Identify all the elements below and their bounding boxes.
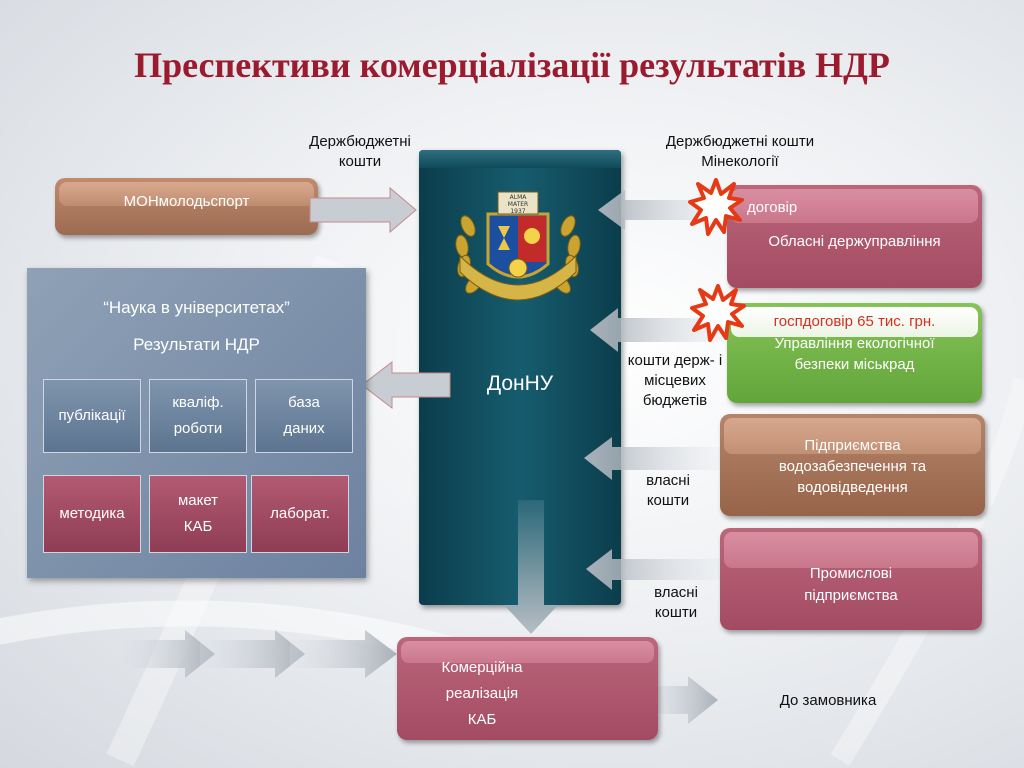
emblem-text-1: ALMA bbox=[510, 194, 528, 201]
column-top bbox=[419, 150, 621, 168]
label-line: власні bbox=[654, 584, 698, 601]
commercialization-label: Комерційна реалізація КАБ bbox=[397, 655, 567, 733]
label-budget-funds: кошти держ- і місцевих бюджетів bbox=[616, 351, 734, 411]
label-line: безпеки міськрад bbox=[794, 356, 915, 373]
box-gloss bbox=[731, 307, 978, 337]
science-panel: “Наука в університетах” Результати НДР п… bbox=[27, 268, 366, 578]
label-line: Держбюджетні кошти bbox=[665, 133, 815, 150]
label-line: Держбюджетні bbox=[309, 133, 411, 150]
cell-text: роботи bbox=[173, 420, 223, 437]
mon-label: МОНмолодьспорт bbox=[123, 193, 250, 210]
page-title: Преспективи комерціалізації результатів … bbox=[134, 45, 890, 85]
label-line: місцевих bbox=[644, 372, 706, 389]
label-state-budget-left: Держбюджетні кошти bbox=[270, 132, 450, 172]
label-to-customer: До замовника bbox=[779, 692, 877, 709]
label-line: кошти bbox=[654, 604, 698, 621]
donnu-label: ДонНУ bbox=[486, 372, 554, 395]
label-line: Мінекології bbox=[701, 153, 779, 170]
box-gloss bbox=[401, 641, 654, 663]
cell-text: методика bbox=[59, 505, 125, 522]
mon-box: МОНмолодьспорт bbox=[55, 178, 318, 235]
university-emblem-icon: ALMA MATER 1937 bbox=[455, 191, 581, 301]
label-line: Комерційна bbox=[441, 659, 523, 676]
cell-methodology: методика bbox=[43, 475, 141, 553]
box-gloss bbox=[59, 182, 314, 206]
contract-amount-tag: госпдоговір 65 тис. грн. bbox=[773, 313, 936, 330]
box-gloss bbox=[724, 532, 978, 568]
label-line: Підприємства bbox=[804, 437, 901, 454]
cell-database: база даних bbox=[255, 379, 353, 453]
label-line: реалізація bbox=[445, 685, 519, 702]
cell-publications: публікації bbox=[43, 379, 141, 453]
label-line: власні bbox=[646, 472, 690, 489]
label-line: бюджетів bbox=[642, 392, 708, 409]
burst-icon bbox=[688, 178, 744, 236]
cell-text: лаборат. bbox=[270, 505, 330, 522]
cell-laboratory: лаборат. bbox=[251, 475, 349, 553]
label-own-funds-2: власні кошти bbox=[636, 583, 716, 623]
label-line: КАБ bbox=[467, 711, 497, 728]
label-line: підприємства bbox=[804, 587, 898, 604]
ecology-department-label: Управління екологічної безпеки міськрад bbox=[727, 333, 982, 375]
cell-qualification-works: кваліф. роботи bbox=[149, 379, 247, 453]
label-line: Управління екологічної bbox=[774, 335, 935, 352]
label-line: кошти держ- і bbox=[627, 352, 723, 369]
industrial-enterprises-box: Промислові підприємства bbox=[720, 528, 982, 630]
ecology-department-box: госпдоговір 65 тис. грн. Управління екол… bbox=[727, 303, 982, 403]
industrial-enterprises-label: Промислові підприємства bbox=[720, 563, 982, 607]
label-own-funds-1: власні кошти bbox=[628, 471, 708, 511]
label-line: кошти bbox=[646, 492, 690, 509]
label-line: кошти bbox=[338, 153, 382, 170]
emblem-text-3: 1937 bbox=[510, 208, 525, 215]
science-subtitle: Результати НДР bbox=[133, 335, 260, 354]
cell-text: даних bbox=[283, 420, 325, 437]
cell-text: макет bbox=[177, 492, 219, 509]
science-title: “Наука в університетах” bbox=[103, 298, 290, 317]
cell-text: база bbox=[288, 394, 320, 411]
burst-icon bbox=[690, 284, 746, 342]
contract-tag: договір bbox=[747, 199, 798, 216]
label-state-budget-right: Держбюджетні кошти Мінекології bbox=[630, 132, 850, 172]
label-line: водозабезпечення та bbox=[778, 458, 927, 475]
cell-text: публікації bbox=[58, 407, 126, 424]
cell-text: КАБ bbox=[183, 518, 213, 535]
regional-administration-label: Обласні держуправління bbox=[768, 233, 941, 250]
label-line: водовідведення bbox=[797, 479, 908, 496]
regional-administration-box: договір Обласні держуправління bbox=[727, 185, 982, 288]
water-supply-box: Підприємства водозабезпечення та водовід… bbox=[720, 414, 985, 516]
commercialization-box: Комерційна реалізація КАБ bbox=[397, 637, 658, 740]
cell-kab-model: макет КАБ bbox=[149, 475, 247, 553]
cell-text: кваліф. bbox=[172, 394, 224, 411]
box-gloss bbox=[731, 189, 978, 223]
box-gloss bbox=[724, 418, 981, 454]
label-line: Промислові bbox=[809, 565, 893, 582]
emblem-text-2: MATER bbox=[508, 201, 528, 208]
water-supply-label: Підприємства водозабезпечення та водовід… bbox=[720, 435, 985, 498]
